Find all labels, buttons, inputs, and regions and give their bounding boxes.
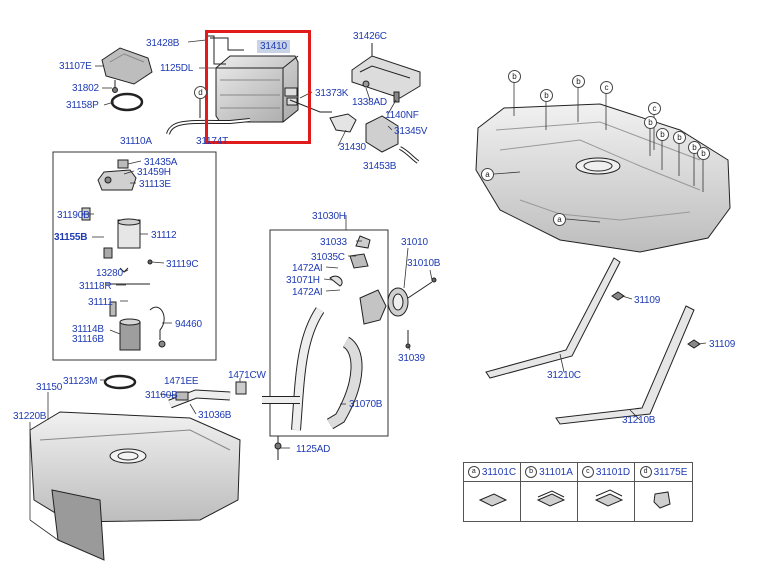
- fastener-legend-table: a 31101C b 31101A c 31101D d 31175E: [463, 462, 693, 522]
- part-label-31802[interactable]: 31802: [72, 83, 99, 94]
- part-label-31109[interactable]: 31109: [634, 295, 661, 306]
- legend-head-c[interactable]: c 31101D: [578, 463, 635, 482]
- part-label-31116b[interactable]: 31116B: [72, 334, 104, 345]
- part-label-31174t[interactable]: 31174T: [196, 136, 228, 147]
- part-label-31210c[interactable]: 31210C: [547, 370, 581, 381]
- part-label-31110a[interactable]: 31110A: [120, 136, 152, 147]
- part-label-31345v[interactable]: 31345V: [394, 126, 428, 137]
- part-label-31210b[interactable]: 31210B: [622, 415, 656, 426]
- part-label-31033[interactable]: 31033: [320, 237, 347, 248]
- callout-d: d: [194, 86, 207, 99]
- part-label-31123m[interactable]: 31123M: [63, 376, 98, 387]
- legend-letter-c: c: [581, 466, 594, 478]
- pump-module-box: [52, 151, 217, 361]
- strap-31210b: [555, 305, 695, 425]
- fuel-tank-right: [475, 103, 731, 253]
- legend-image-a: [464, 482, 521, 521]
- part-label-31430[interactable]: 31430: [339, 142, 366, 153]
- legend-head-b[interactable]: b 31101A: [521, 463, 578, 482]
- part-label-31070b[interactable]: 31070B: [349, 399, 383, 410]
- part-label-31035c[interactable]: 31035C: [311, 252, 345, 263]
- callout-b: b: [697, 147, 710, 160]
- part-label-13280[interactable]: 13280: [96, 268, 123, 279]
- legend-part-b: 31101A: [539, 466, 573, 478]
- callout-a: a: [553, 213, 566, 226]
- fuel-tank-31150: [29, 374, 241, 561]
- part-label-31150[interactable]: 31150: [36, 382, 63, 393]
- part-label-31118r[interactable]: 31118R: [79, 281, 112, 292]
- part-label-31107e[interactable]: 31107E: [59, 61, 92, 72]
- legend-head-d[interactable]: d 31175E: [635, 463, 692, 482]
- part-label-31109[interactable]: 31109: [709, 339, 736, 350]
- filler-neck-box: [269, 229, 389, 437]
- part-label-31220b[interactable]: 31220B: [13, 411, 47, 422]
- filter-31430: [329, 113, 420, 164]
- part-label-31039[interactable]: 31039: [398, 353, 425, 364]
- callout-b: b: [540, 89, 553, 102]
- part-label-31155b[interactable]: 31155B: [54, 232, 88, 243]
- part-label-31410[interactable]: 31410: [257, 40, 290, 53]
- part-label-31112[interactable]: 31112: [151, 230, 177, 241]
- part-label-31190b[interactable]: 31190B: [57, 210, 90, 221]
- legend-image-b: [521, 482, 578, 521]
- callout-b: b: [508, 70, 521, 83]
- legend-letter-d: d: [639, 466, 652, 478]
- bracket-31428b: [206, 35, 226, 65]
- part-label-31036b[interactable]: 31036B: [198, 410, 232, 421]
- fuel-cap-31010: [387, 277, 437, 349]
- part-label-31158p[interactable]: 31158P: [66, 100, 99, 111]
- cover-plate-31107e: [101, 47, 153, 112]
- callout-b: b: [644, 116, 657, 129]
- strap-31210c: [485, 257, 621, 379]
- part-label-94460[interactable]: 94460: [175, 319, 202, 330]
- part-label-1125ad[interactable]: 1125AD: [296, 444, 331, 455]
- part-label-31010[interactable]: 31010: [401, 237, 428, 248]
- legend-part-d: 31175E: [653, 466, 688, 478]
- part-label-31453b[interactable]: 31453B: [363, 161, 397, 172]
- part-label-31113e[interactable]: 31113E: [139, 179, 171, 190]
- leader-lines: [29, 39, 707, 541]
- legend-image-c: [578, 482, 635, 521]
- part-label-1140nf[interactable]: 1140NF: [385, 110, 419, 121]
- part-label-31428b[interactable]: 31428B: [146, 38, 180, 49]
- callout-a: a: [481, 168, 494, 181]
- part-label-31010b[interactable]: 31010B: [407, 258, 441, 269]
- part-label-1338ad[interactable]: 1338AD: [352, 97, 387, 108]
- legend-head-a[interactable]: a 31101C: [464, 463, 521, 482]
- part-label-31114b[interactable]: 31114B: [72, 324, 104, 335]
- hose-31036b: [168, 381, 247, 409]
- part-label-31459h[interactable]: 31459H: [137, 167, 171, 178]
- highlight-frame-31410: [205, 30, 311, 144]
- part-label-31119c[interactable]: 31119C: [166, 259, 199, 270]
- part-label-31071h[interactable]: 31071H: [286, 275, 320, 286]
- part-label-31435a[interactable]: 31435A: [144, 157, 178, 168]
- part-label-31111[interactable]: 31111: [88, 297, 113, 308]
- legend-letter-a: a: [467, 466, 480, 478]
- part-label-1472ai[interactable]: 1472AI: [292, 287, 323, 298]
- part-label-1471ee[interactable]: 1471EE: [164, 376, 199, 387]
- part-label-31373k[interactable]: 31373K: [315, 88, 349, 99]
- filler-neck-31030h: [262, 235, 387, 460]
- legend-letter-b: b: [525, 466, 538, 478]
- callout-b: b: [673, 131, 686, 144]
- bracket-31426c: [351, 43, 421, 103]
- part-label-31160b[interactable]: 31160B: [145, 390, 178, 401]
- part-label-31426c[interactable]: 31426C: [353, 31, 387, 42]
- part-label-1125dl[interactable]: 1125DL: [160, 63, 194, 74]
- legend-pads: [478, 489, 671, 509]
- callout-c: c: [600, 81, 613, 94]
- canister-31410: [210, 37, 332, 123]
- part-label-31030h[interactable]: 31030H: [312, 211, 346, 222]
- callout-b: b: [572, 75, 585, 88]
- legend-part-a: 31101C: [481, 466, 517, 478]
- pump-module: [81, 159, 166, 351]
- part-label-1472ai[interactable]: 1472AI: [292, 263, 323, 274]
- legend-part-c: 31101D: [595, 466, 631, 478]
- callout-c: c: [648, 102, 661, 115]
- part-label-1471cw[interactable]: 1471CW: [228, 370, 266, 381]
- callout-b: b: [656, 128, 669, 141]
- legend-image-d: [635, 482, 692, 521]
